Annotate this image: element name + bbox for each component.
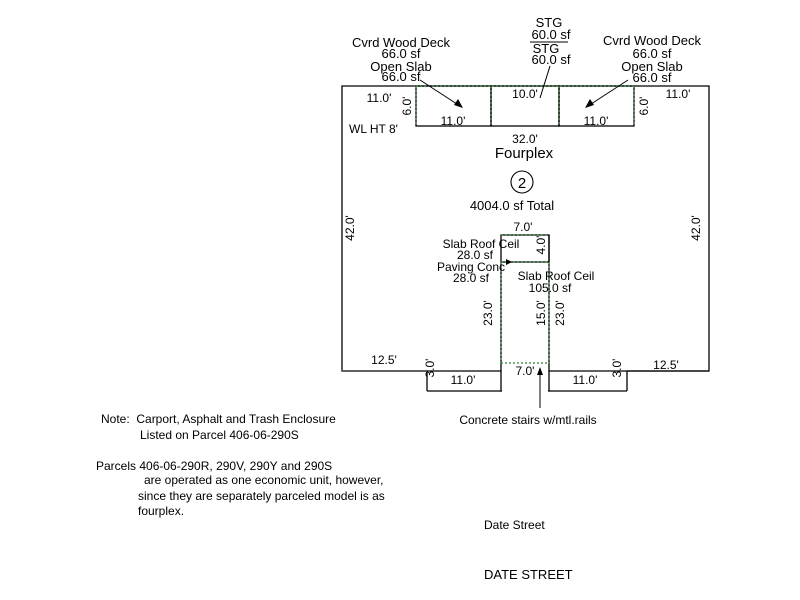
note-1-line-2: Listed on Parcel 406-06-290S: [140, 428, 299, 442]
slab-left-area: 66.0 sf: [381, 69, 420, 84]
paving-conc-area: 28.0 sf: [453, 271, 490, 285]
leader-stg: [539, 65, 551, 99]
dim-left-side: 42.0': [343, 215, 357, 241]
dim-top-right: 11.0': [666, 87, 691, 101]
arrowhead-paving: [506, 259, 512, 265]
building-name: Fourplex: [495, 145, 554, 162]
dim-stairs-width: 7.0': [516, 364, 535, 378]
stg-bottom-label: STG: [533, 41, 560, 56]
dim-bottom-right: 12.5': [653, 358, 679, 372]
slab-right-area: 66.0 sf: [632, 70, 671, 85]
stg-top-label: STG: [536, 15, 563, 30]
note-2-line-4: fourplex.: [138, 504, 185, 518]
note-2-line-3: since they are separately parceled model…: [138, 489, 385, 503]
dim-stg-width: 10.0': [512, 87, 538, 101]
dim-corridor-mid: 15.0': [534, 300, 548, 326]
slab-roof-ceil-a-area: 28.0 sf: [457, 248, 494, 262]
dim-deck-left-width: 11.0': [441, 114, 466, 128]
stairs-label: Concrete stairs w/mtl.rails: [459, 413, 596, 427]
dim-notch-top: 7.0': [514, 220, 533, 234]
deck-left-area: 66.0 sf: [381, 46, 420, 61]
street-label-2: DATE STREET: [484, 567, 573, 582]
slab-roof-ceil-b-area: 105.0 sf: [529, 281, 572, 295]
arrowhead-deck-left: [454, 99, 463, 108]
deck-right-area: 66.0 sf: [632, 46, 671, 61]
dim-top-left: 11.0': [367, 91, 392, 105]
stg-top-area: 60.0 sf: [531, 27, 570, 42]
paving-conc-label: Paving Conc: [437, 260, 505, 274]
arrowhead-stairs: [537, 367, 543, 375]
dim-deck-right-width: 11.0': [584, 114, 609, 128]
dim-jog-right: 3.0': [610, 359, 624, 378]
leader-deck-left: [419, 79, 461, 107]
dim-deck-right-depth: 6.0': [637, 97, 651, 116]
dim-jog-left: 3.0': [423, 359, 437, 378]
slab-roof-ceil-b-label: Slab Roof Ceil: [518, 269, 595, 283]
dim-right-side: 42.0': [689, 215, 703, 241]
leader-deck-right: [587, 79, 629, 107]
dim-wing-left: 11.0': [451, 373, 476, 387]
dim-corridor-right: 23.0': [553, 300, 567, 326]
wall-height-label: WL HT 8': [349, 122, 398, 136]
story-count-circle: [510, 170, 534, 194]
slab-right-label: Open Slab: [621, 59, 682, 74]
stg-bottom-area: 60.0 sf: [531, 52, 570, 67]
street-label-1: Date Street: [484, 518, 545, 532]
note-2-line-2: are operated as one economic unit, howev…: [144, 473, 384, 487]
note-1-line-1: Note: Carport, Asphalt and Trash Enclosu…: [101, 412, 336, 426]
deck-left-label: Cvrd Wood Deck: [352, 35, 451, 50]
dim-corridor-left: 23.0': [481, 300, 495, 326]
dim-front-width: 32.0': [512, 132, 538, 146]
arrowhead-deck-right: [585, 99, 594, 108]
dim-wing-right: 11.0': [573, 373, 598, 387]
deck-right-label: Cvrd Wood Deck: [603, 33, 702, 48]
slab-left-label: Open Slab: [370, 59, 431, 74]
total-area: 4004.0 sf Total: [470, 198, 554, 213]
dim-notch-depth: 4.0': [534, 236, 548, 255]
dim-bottom-left: 12.5': [371, 353, 397, 367]
dim-deck-left-depth: 6.0': [400, 97, 414, 116]
slab-roof-ceil-a-label: Slab Roof Ceil: [443, 237, 520, 251]
story-count: 2: [518, 175, 526, 192]
note-2-line-1: Parcels 406-06-290R, 290V, 290Y and 290S: [96, 459, 333, 473]
